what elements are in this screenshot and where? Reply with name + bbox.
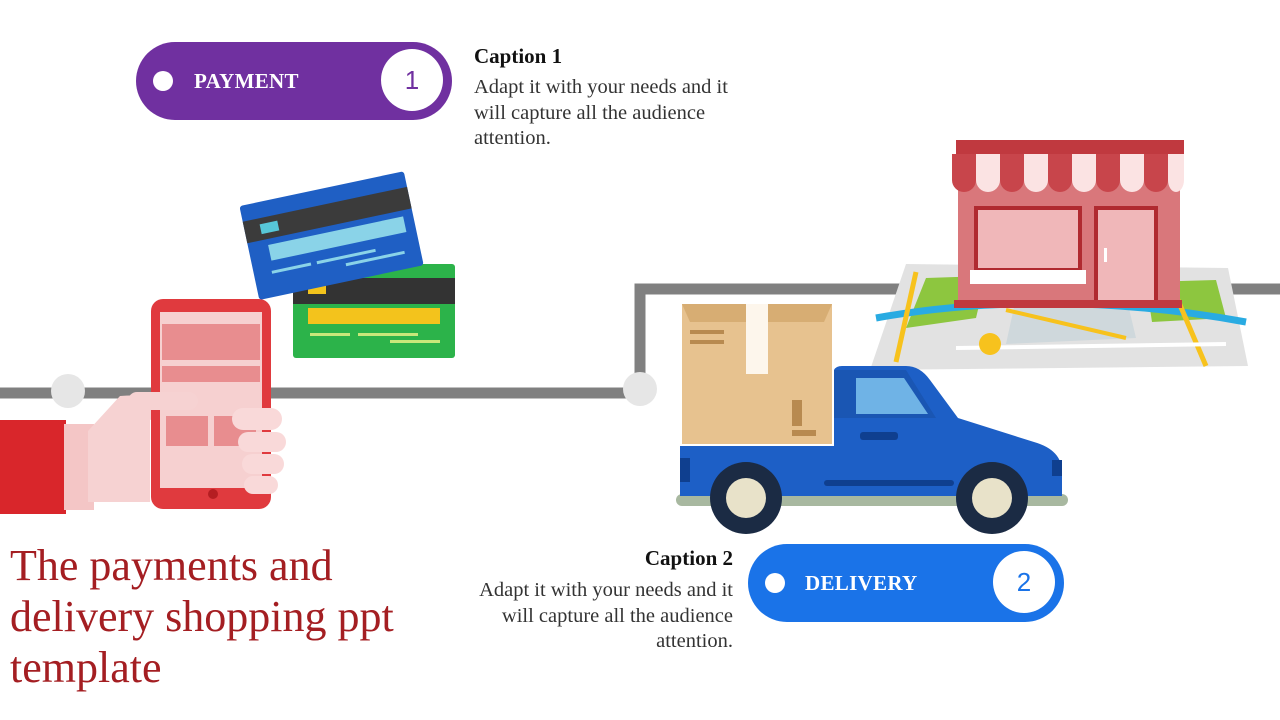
delivery-number: 2: [993, 551, 1055, 613]
delivery-label: DELIVERY: [805, 571, 918, 595]
caption-2-text: Adapt it with your needs and it will cap…: [479, 579, 733, 652]
delivery-pill: DELIVERY 2: [748, 544, 1064, 622]
caption-1-text: Adapt it with your needs and it will cap…: [474, 76, 728, 149]
store-icon: [952, 140, 1184, 308]
timeline-node: [623, 372, 657, 406]
caption-1-title: Caption 1: [474, 44, 563, 68]
caption-2-title: Caption 2: [644, 546, 733, 570]
credit-cards-icon: [240, 171, 455, 358]
pill-dot: [153, 71, 173, 91]
slide-title: The payments and delivery shopping ppt t…: [10, 541, 394, 692]
hand-phone-icon: [0, 299, 286, 514]
pill-dot: [765, 573, 785, 593]
delivery-truck-icon: [676, 304, 1068, 534]
payment-label: PAYMENT: [194, 69, 299, 93]
payment-pill: PAYMENT 1: [136, 42, 452, 120]
payment-number: 1: [381, 49, 443, 111]
timeline-node: [51, 374, 85, 408]
